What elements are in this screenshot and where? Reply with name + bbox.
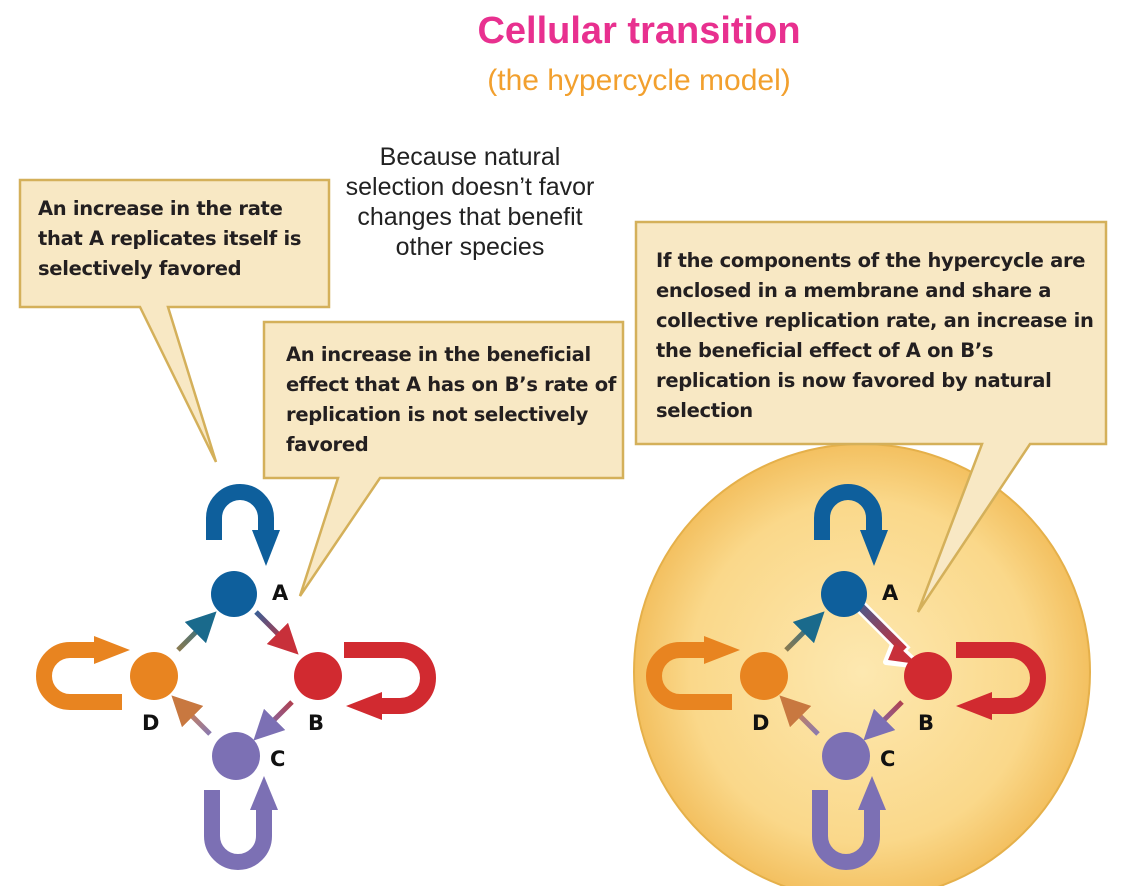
self-loop-c — [204, 790, 272, 870]
callout-left-top-text: An increase in the rate that A replicate… — [38, 197, 302, 280]
self-loop-d — [36, 642, 122, 710]
arrow-c-to-d — [779, 695, 820, 736]
self-loop-b — [344, 642, 436, 714]
self-loop-b-head — [956, 692, 992, 720]
page-subtitle: (the hypercycle model) — [487, 64, 791, 97]
callout-right — [634, 220, 1108, 613]
arrow-a-to-b-head — [888, 643, 917, 664]
node-label-b: B — [308, 711, 324, 735]
node-d — [130, 652, 178, 700]
self-loop-c-head — [250, 776, 278, 810]
node-a — [211, 571, 257, 617]
node-label-c: C — [270, 747, 285, 771]
callout-left-middle-text: An increase in the beneficial effect tha… — [286, 343, 617, 456]
callout-right-text: If the components of the hypercycle are … — [656, 249, 1094, 422]
node-label-d: D — [142, 711, 159, 735]
arrow-a-to-b — [254, 610, 299, 655]
arrow-d-to-a — [176, 611, 217, 652]
self-loop-a — [206, 484, 274, 540]
node-d — [740, 652, 788, 700]
node-label-a: A — [272, 581, 289, 605]
page-title: Cellular transition — [477, 10, 801, 52]
self-loop-a — [814, 484, 882, 540]
node-label-c: C — [880, 747, 895, 771]
self-loop-c-head — [858, 776, 886, 810]
node-c — [822, 732, 870, 780]
self-loop-a-head — [252, 530, 280, 566]
membrane-cell — [633, 443, 1091, 886]
node-a — [821, 571, 867, 617]
hypercycle-left: A B C D — [36, 484, 436, 870]
self-loop-b — [956, 642, 1046, 714]
self-loop-c — [812, 790, 880, 870]
hypercycle-right: A B C D — [646, 484, 1046, 870]
node-b — [904, 652, 952, 700]
self-loop-a-head — [860, 530, 888, 566]
node-c — [212, 732, 260, 780]
side-note: Because natural selection doesn’t favor … — [345, 143, 595, 261]
arrow-b-to-c — [863, 700, 904, 741]
node-label-a: A — [882, 581, 899, 605]
node-label-d: D — [752, 711, 769, 735]
node-label-b: B — [918, 711, 934, 735]
callout-left-top — [18, 178, 331, 463]
arrow-c-to-d — [171, 695, 212, 736]
node-b — [294, 652, 342, 700]
self-loop-b-head — [346, 692, 382, 720]
self-loop-d-head — [704, 636, 740, 664]
arrow-b-to-c — [253, 700, 294, 741]
arrow-d-to-a — [784, 611, 825, 652]
callout-left-middle — [262, 320, 625, 597]
self-loop-d — [646, 642, 732, 710]
self-loop-d-head — [94, 636, 130, 664]
